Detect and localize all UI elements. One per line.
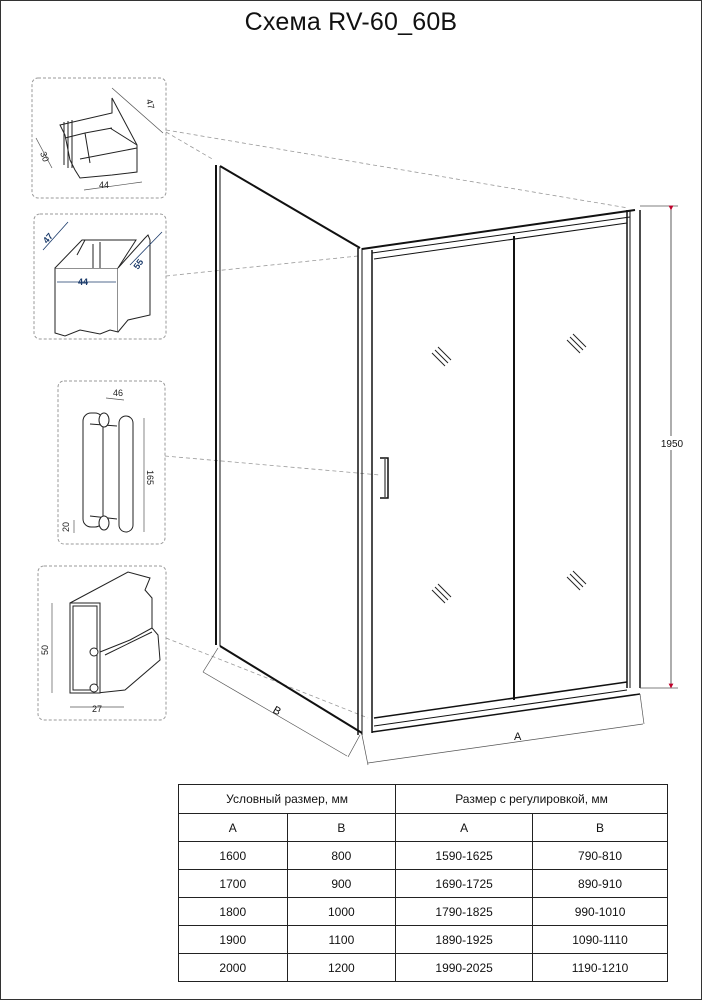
width-label: A: [514, 731, 522, 743]
cell: 1100: [286, 925, 397, 954]
glass-marks: [431, 333, 587, 604]
cell: 1890-1925: [395, 925, 534, 954]
group-header-nominal: Условный размер, мм: [177, 784, 397, 814]
cell: 1590-1625: [395, 841, 534, 870]
svg-text:50: 50: [40, 645, 50, 655]
svg-text:47: 47: [144, 98, 156, 110]
height-dimension: 1950: [640, 205, 684, 689]
cell: 1690-1725: [395, 869, 534, 898]
svg-text:44: 44: [99, 180, 109, 190]
group-header-adjusted: Размер с регулировкой, мм: [395, 784, 668, 814]
svg-text:55: 55: [131, 257, 145, 271]
table-row: 2000 1200 1990-2025 1190-1210: [178, 953, 668, 982]
svg-text:30: 30: [38, 150, 51, 163]
table-row: 1800 1000 1790-1825 990-1010: [178, 897, 668, 926]
table-row: 1900 1100 1890-1925 1090-1110: [178, 925, 668, 954]
col-header-a-adj: A: [395, 813, 534, 842]
cell: 900: [286, 869, 397, 898]
cell: 890-910: [532, 869, 668, 898]
width-dimension: [361, 693, 645, 766]
cell: 1900: [178, 925, 288, 954]
cell: 990-1010: [532, 897, 668, 926]
svg-text:27: 27: [92, 704, 102, 714]
svg-text:47: 47: [41, 231, 55, 245]
cell: 790-810: [532, 841, 668, 870]
cell: 800: [286, 841, 397, 870]
detail-box-door-handle: 46 165 20: [57, 380, 166, 545]
cell: 1190-1210: [532, 953, 668, 982]
svg-text:44: 44: [78, 277, 88, 287]
shower-schematic: 30 47 44 44 47 55: [31, 77, 684, 766]
table-row: 1700 900 1690-1725 890-910: [178, 869, 668, 898]
detail-box-top-profile-corner: 30 47 44: [31, 77, 167, 199]
col-header-b: B: [286, 813, 397, 842]
cell: 1790-1825: [395, 897, 534, 926]
svg-text:165: 165: [145, 470, 155, 485]
page-title: Схема RV-60_60B: [244, 8, 458, 36]
height-label: 1950: [661, 439, 684, 450]
cell: 2000: [178, 953, 288, 982]
cell: 1200: [286, 953, 397, 982]
leader-lines: [164, 129, 629, 719]
cell: 1600: [178, 841, 288, 870]
svg-text:20: 20: [61, 522, 71, 532]
depth-label: B: [271, 704, 283, 718]
cell: 1990-2025: [395, 953, 534, 982]
cell: 1700: [178, 869, 288, 898]
svg-text:46: 46: [113, 388, 123, 398]
table-row: 1600 800 1590-1625 790-810: [178, 841, 668, 870]
size-table: Условный размер, мм Размер с регулировко…: [177, 784, 668, 982]
cell: 1000: [286, 897, 397, 926]
col-header-b-adj: B: [532, 813, 668, 842]
shower-cabin: [215, 165, 641, 735]
cell: 1800: [178, 897, 288, 926]
cell: 1090-1110: [532, 925, 668, 954]
detail-box-top-rail-profile: 44 47 55: [33, 213, 167, 340]
col-header-a: A: [178, 813, 288, 842]
detail-box-wall-profile: 50 27: [37, 565, 167, 721]
depth-dimension: [202, 647, 361, 758]
